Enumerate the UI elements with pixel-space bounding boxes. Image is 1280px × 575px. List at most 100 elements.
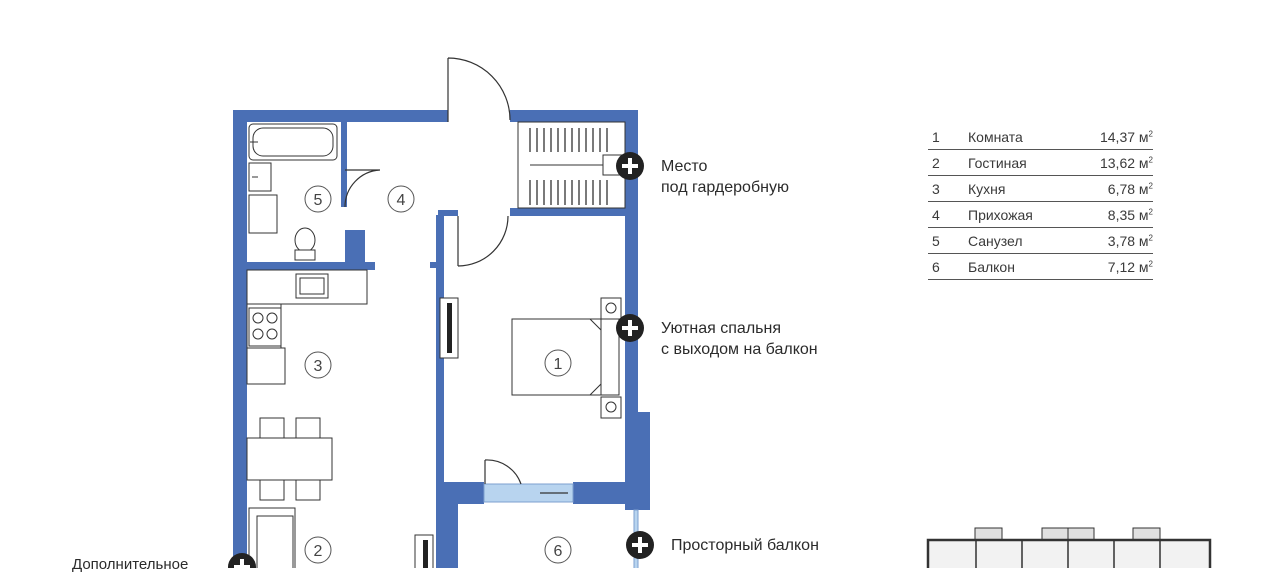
room-area: 8,35 м2 bbox=[1098, 201, 1153, 228]
bed-pillow-corner bbox=[588, 318, 602, 332]
callout-balcony: Просторный балкон bbox=[671, 535, 819, 556]
wall-left bbox=[233, 110, 247, 568]
dining-table bbox=[246, 437, 333, 481]
area-unit-sup: 2 bbox=[1148, 206, 1153, 216]
room-num: 3 bbox=[928, 175, 968, 202]
wall-bedroom-bottom-right bbox=[573, 482, 650, 504]
room-area-value: 3,78 м bbox=[1107, 232, 1149, 249]
table-row: 1 Комната 14,37 м2 bbox=[928, 124, 1153, 150]
radiator-bar bbox=[447, 303, 452, 353]
area-unit-sup: 2 bbox=[1148, 128, 1153, 138]
wall-right-upper bbox=[625, 110, 638, 510]
callout-wardrobe-line-1: Место bbox=[661, 158, 708, 175]
bathroom-fixtures bbox=[248, 123, 338, 261]
bath-sink bbox=[248, 162, 272, 192]
room-number-4: 4 bbox=[397, 192, 406, 209]
wall-top-right bbox=[510, 110, 638, 122]
room-area-value: 7,12 м bbox=[1107, 258, 1149, 275]
area-unit-sup: 2 bbox=[1148, 258, 1153, 268]
burner-2 bbox=[266, 312, 278, 324]
room-number-circle-2 bbox=[304, 536, 332, 564]
stove bbox=[248, 307, 282, 347]
callout-balcony-line-1: Просторный балкон bbox=[671, 537, 819, 554]
chair-2 bbox=[295, 417, 321, 439]
room-number-5: 5 bbox=[314, 192, 323, 209]
wall-balcony-left bbox=[444, 504, 458, 568]
toilet bbox=[294, 227, 316, 253]
room-num: 2 bbox=[928, 149, 968, 176]
room-area-value: 6,78 м bbox=[1107, 180, 1149, 197]
sofa-seat bbox=[256, 515, 294, 568]
room-number-circle-4 bbox=[387, 185, 415, 213]
callout-wardrobe-line-2: под гардеробную bbox=[661, 179, 789, 196]
table-row: 6 Балкон 7,12 м2 bbox=[928, 253, 1153, 280]
kitchen-fixtures bbox=[246, 269, 368, 568]
room-number-circle-3 bbox=[304, 351, 332, 379]
callout-extra: Дополнительное bbox=[72, 554, 188, 575]
kitchen-sink-basin bbox=[299, 277, 325, 295]
room-area-value: 13,62 м bbox=[1099, 154, 1149, 171]
shaft bbox=[345, 230, 365, 262]
toilet-tank bbox=[294, 249, 316, 261]
plus-icon[interactable] bbox=[228, 553, 256, 568]
plus-icon[interactable] bbox=[626, 531, 654, 559]
table-row: 2 Гостиная 13,62 м2 bbox=[928, 149, 1153, 176]
burner-1 bbox=[252, 312, 264, 324]
wall-partition-top bbox=[438, 210, 458, 216]
wall-bedroom-bottom-left bbox=[444, 482, 484, 504]
area-unit-sup: 2 bbox=[1148, 180, 1153, 190]
callout-bedroom-line-2: с выходом на балкон bbox=[661, 341, 818, 358]
room-area: 3,78 м2 bbox=[1098, 227, 1153, 254]
table-row: 4 Прихожая 8,35 м2 bbox=[928, 201, 1153, 228]
room-area: 14,37 м2 bbox=[1098, 124, 1153, 150]
room-number-circle-6 bbox=[544, 536, 572, 564]
room-number-6: 6 bbox=[554, 543, 563, 560]
bed-pillow-corner-2 bbox=[588, 382, 602, 396]
wall-partition bbox=[436, 215, 444, 568]
room-number-2: 2 bbox=[314, 543, 323, 560]
area-unit-sup: 2 bbox=[1148, 154, 1153, 164]
callout-wardrobe: Место под гардеробную bbox=[661, 156, 789, 198]
room-number-1: 1 bbox=[554, 356, 563, 373]
room-name: Кухня bbox=[968, 175, 1098, 202]
burner-4 bbox=[266, 328, 278, 340]
callout-markers bbox=[228, 152, 654, 568]
plus-icon[interactable] bbox=[616, 152, 644, 180]
room-num: 5 bbox=[928, 227, 968, 254]
room-name: Балкон bbox=[968, 253, 1098, 280]
room-name: Санузел bbox=[968, 227, 1098, 254]
table-row: 5 Санузел 3,78 м2 bbox=[928, 227, 1153, 254]
chair-4 bbox=[295, 479, 321, 501]
wall-wardrobe-bottom bbox=[510, 208, 625, 216]
room-area: 6,78 м2 bbox=[1098, 175, 1153, 202]
radiator-living-bar bbox=[423, 540, 428, 568]
room-area: 7,12 м2 bbox=[1098, 253, 1153, 280]
wardrobe bbox=[517, 121, 626, 209]
bathtub-inner bbox=[252, 127, 334, 157]
wall-partition-stub bbox=[430, 262, 438, 268]
walls bbox=[233, 110, 650, 568]
room-area-table: 1 Комната 14,37 м2 2 Гостиная 13,62 м2 3… bbox=[928, 124, 1153, 280]
room-area: 13,62 м2 bbox=[1098, 149, 1153, 176]
bath-door bbox=[344, 169, 381, 208]
room-num: 4 bbox=[928, 201, 968, 228]
plus-icon[interactable] bbox=[616, 314, 644, 342]
room-name: Прихожая bbox=[968, 201, 1098, 228]
bedroom-window bbox=[483, 483, 574, 503]
room-number-circle-1 bbox=[544, 349, 572, 377]
table-row: 3 Кухня 6,78 м2 bbox=[928, 175, 1153, 202]
wall-top-left bbox=[233, 110, 448, 122]
callout-bedroom: Уютная спальня с выходом на балкон bbox=[661, 318, 818, 360]
room-num: 1 bbox=[928, 124, 968, 150]
room-name: Гостиная bbox=[968, 149, 1098, 176]
room-num: 6 bbox=[928, 253, 968, 280]
wall-bath-bottom bbox=[247, 262, 375, 270]
chair-1 bbox=[259, 417, 285, 439]
chair-3 bbox=[259, 479, 285, 501]
bedroom-furniture bbox=[511, 297, 622, 419]
entrance-door bbox=[447, 57, 511, 122]
callout-bedroom-line-1: Уютная спальня bbox=[661, 320, 781, 337]
area-unit-sup: 2 bbox=[1148, 232, 1153, 242]
room-area-value: 14,37 м bbox=[1099, 128, 1149, 145]
